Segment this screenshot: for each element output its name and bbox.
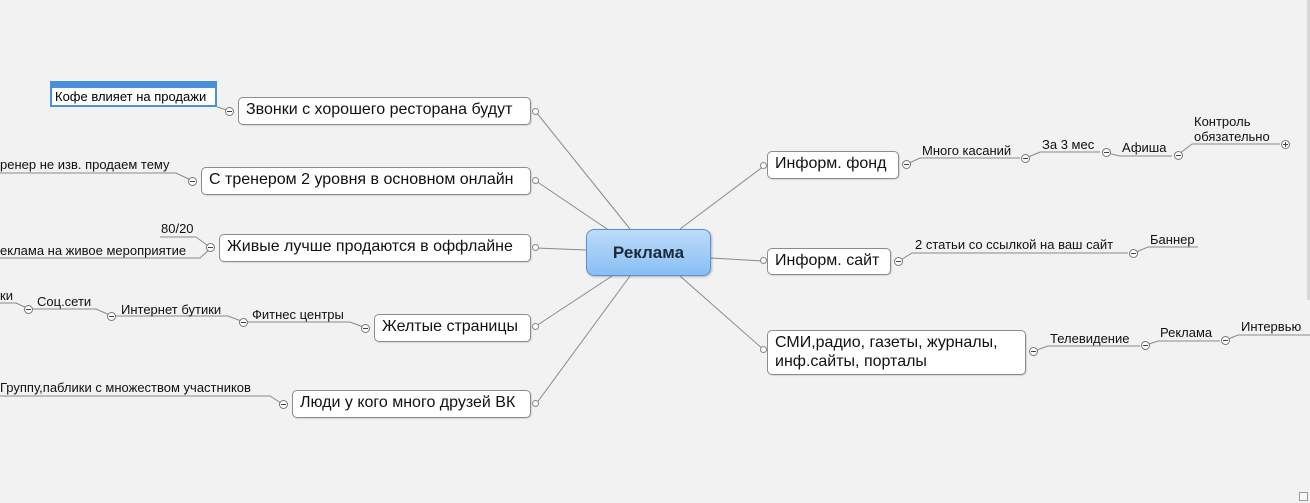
- subtopic-banner[interactable]: Баннер: [1150, 232, 1195, 247]
- subtopic-poster[interactable]: Афиша: [1122, 140, 1167, 155]
- collapse-toggle[interactable]: [894, 257, 903, 266]
- collapse-toggle[interactable]: [1141, 341, 1150, 350]
- subtopic-control-required[interactable]: Контроль обязательно: [1194, 114, 1270, 144]
- subtopic-many-touches[interactable]: Много касаний: [922, 143, 1012, 158]
- connector-dot: [532, 177, 539, 184]
- zoom-corner-icon[interactable]: [1299, 492, 1308, 501]
- collapse-toggle[interactable]: [225, 107, 234, 116]
- subtopic-social-networks[interactable]: Соц.сети: [37, 294, 92, 309]
- subtopic-truncated[interactable]: ки: [0, 288, 13, 303]
- topic-yellow-pages[interactable]: Желтые страницы: [374, 314, 531, 342]
- topic-calls-restaurant[interactable]: Звонки с хорошего ресторана будут: [238, 97, 531, 125]
- subtopic-advertising[interactable]: Реклама: [1160, 325, 1213, 340]
- collapse-toggle[interactable]: [107, 312, 116, 321]
- topic-inform-fund[interactable]: Информ. фонд: [767, 151, 899, 179]
- connector-dot: [760, 346, 767, 353]
- topic-vk-friends[interactable]: Люди у кого много друзей ВК: [292, 390, 531, 418]
- topic-media-line1: СМИ,радио, газеты, журналы,: [775, 334, 998, 351]
- selection-handle-bar[interactable]: [50, 81, 217, 86]
- vertical-scrollbar[interactable]: [1307, 0, 1310, 300]
- collapse-toggle[interactable]: [1174, 151, 1183, 160]
- subtopic-groups-publics[interactable]: Группу,паблики с множеством участников: [0, 380, 251, 395]
- collapse-toggle[interactable]: [1021, 154, 1030, 163]
- connector-dot: [532, 323, 539, 330]
- subtopic-internet-boutiques[interactable]: Интернет бутики: [121, 302, 222, 317]
- collapse-toggle[interactable]: [902, 160, 911, 169]
- collapse-toggle[interactable]: [361, 324, 370, 333]
- subtopic-coffee-sales-selected[interactable]: Кофе влияет на продажи: [50, 86, 217, 107]
- topic-trainer-online[interactable]: С тренером 2 уровня в основном онлайн: [201, 167, 531, 195]
- collapse-toggle[interactable]: [206, 243, 215, 252]
- collapse-toggle[interactable]: [1102, 148, 1111, 157]
- topic-media-line2: инф.сайты, порталы: [775, 353, 927, 370]
- subtopic-live-event-ad[interactable]: еклама на живое мероприятие: [0, 243, 187, 258]
- connector-dot: [760, 162, 767, 169]
- connector-dot: [532, 108, 539, 115]
- subtopic-interview[interactable]: Интервью: [1241, 319, 1302, 334]
- subtopic-3-months[interactable]: За 3 мес: [1042, 137, 1095, 152]
- topic-inform-site[interactable]: Информ. сайт: [767, 248, 891, 275]
- subtopic-80-20[interactable]: 80/20: [161, 221, 194, 236]
- topic-media[interactable]: СМИ,радио, газеты, журналы, инф.сайты, п…: [767, 330, 1026, 375]
- connector-dot: [532, 400, 539, 407]
- subtopic-television[interactable]: Телевидение: [1050, 331, 1130, 346]
- subtopic-two-articles[interactable]: 2 статьи со ссылкой на ваш сайт: [915, 237, 1114, 252]
- subtopic-fitness-centers[interactable]: Фитнес центры: [252, 307, 344, 322]
- collapse-toggle[interactable]: [239, 318, 248, 327]
- collapse-toggle[interactable]: [24, 305, 33, 314]
- expand-toggle[interactable]: [1281, 140, 1290, 149]
- collapse-toggle[interactable]: [1129, 249, 1138, 258]
- topic-live-offline[interactable]: Живые лучше продаются в оффлайне: [219, 234, 531, 262]
- subtopic-trainer-unknown[interactable]: ренер не изв. продаем тему: [0, 157, 170, 172]
- central-topic[interactable]: Реклама: [586, 229, 711, 276]
- collapse-toggle[interactable]: [279, 400, 288, 409]
- collapse-toggle[interactable]: [1221, 336, 1230, 345]
- connector-dot: [760, 257, 767, 264]
- collapse-toggle[interactable]: [1029, 347, 1038, 356]
- connector-dot: [532, 244, 539, 251]
- collapse-toggle[interactable]: [188, 177, 197, 186]
